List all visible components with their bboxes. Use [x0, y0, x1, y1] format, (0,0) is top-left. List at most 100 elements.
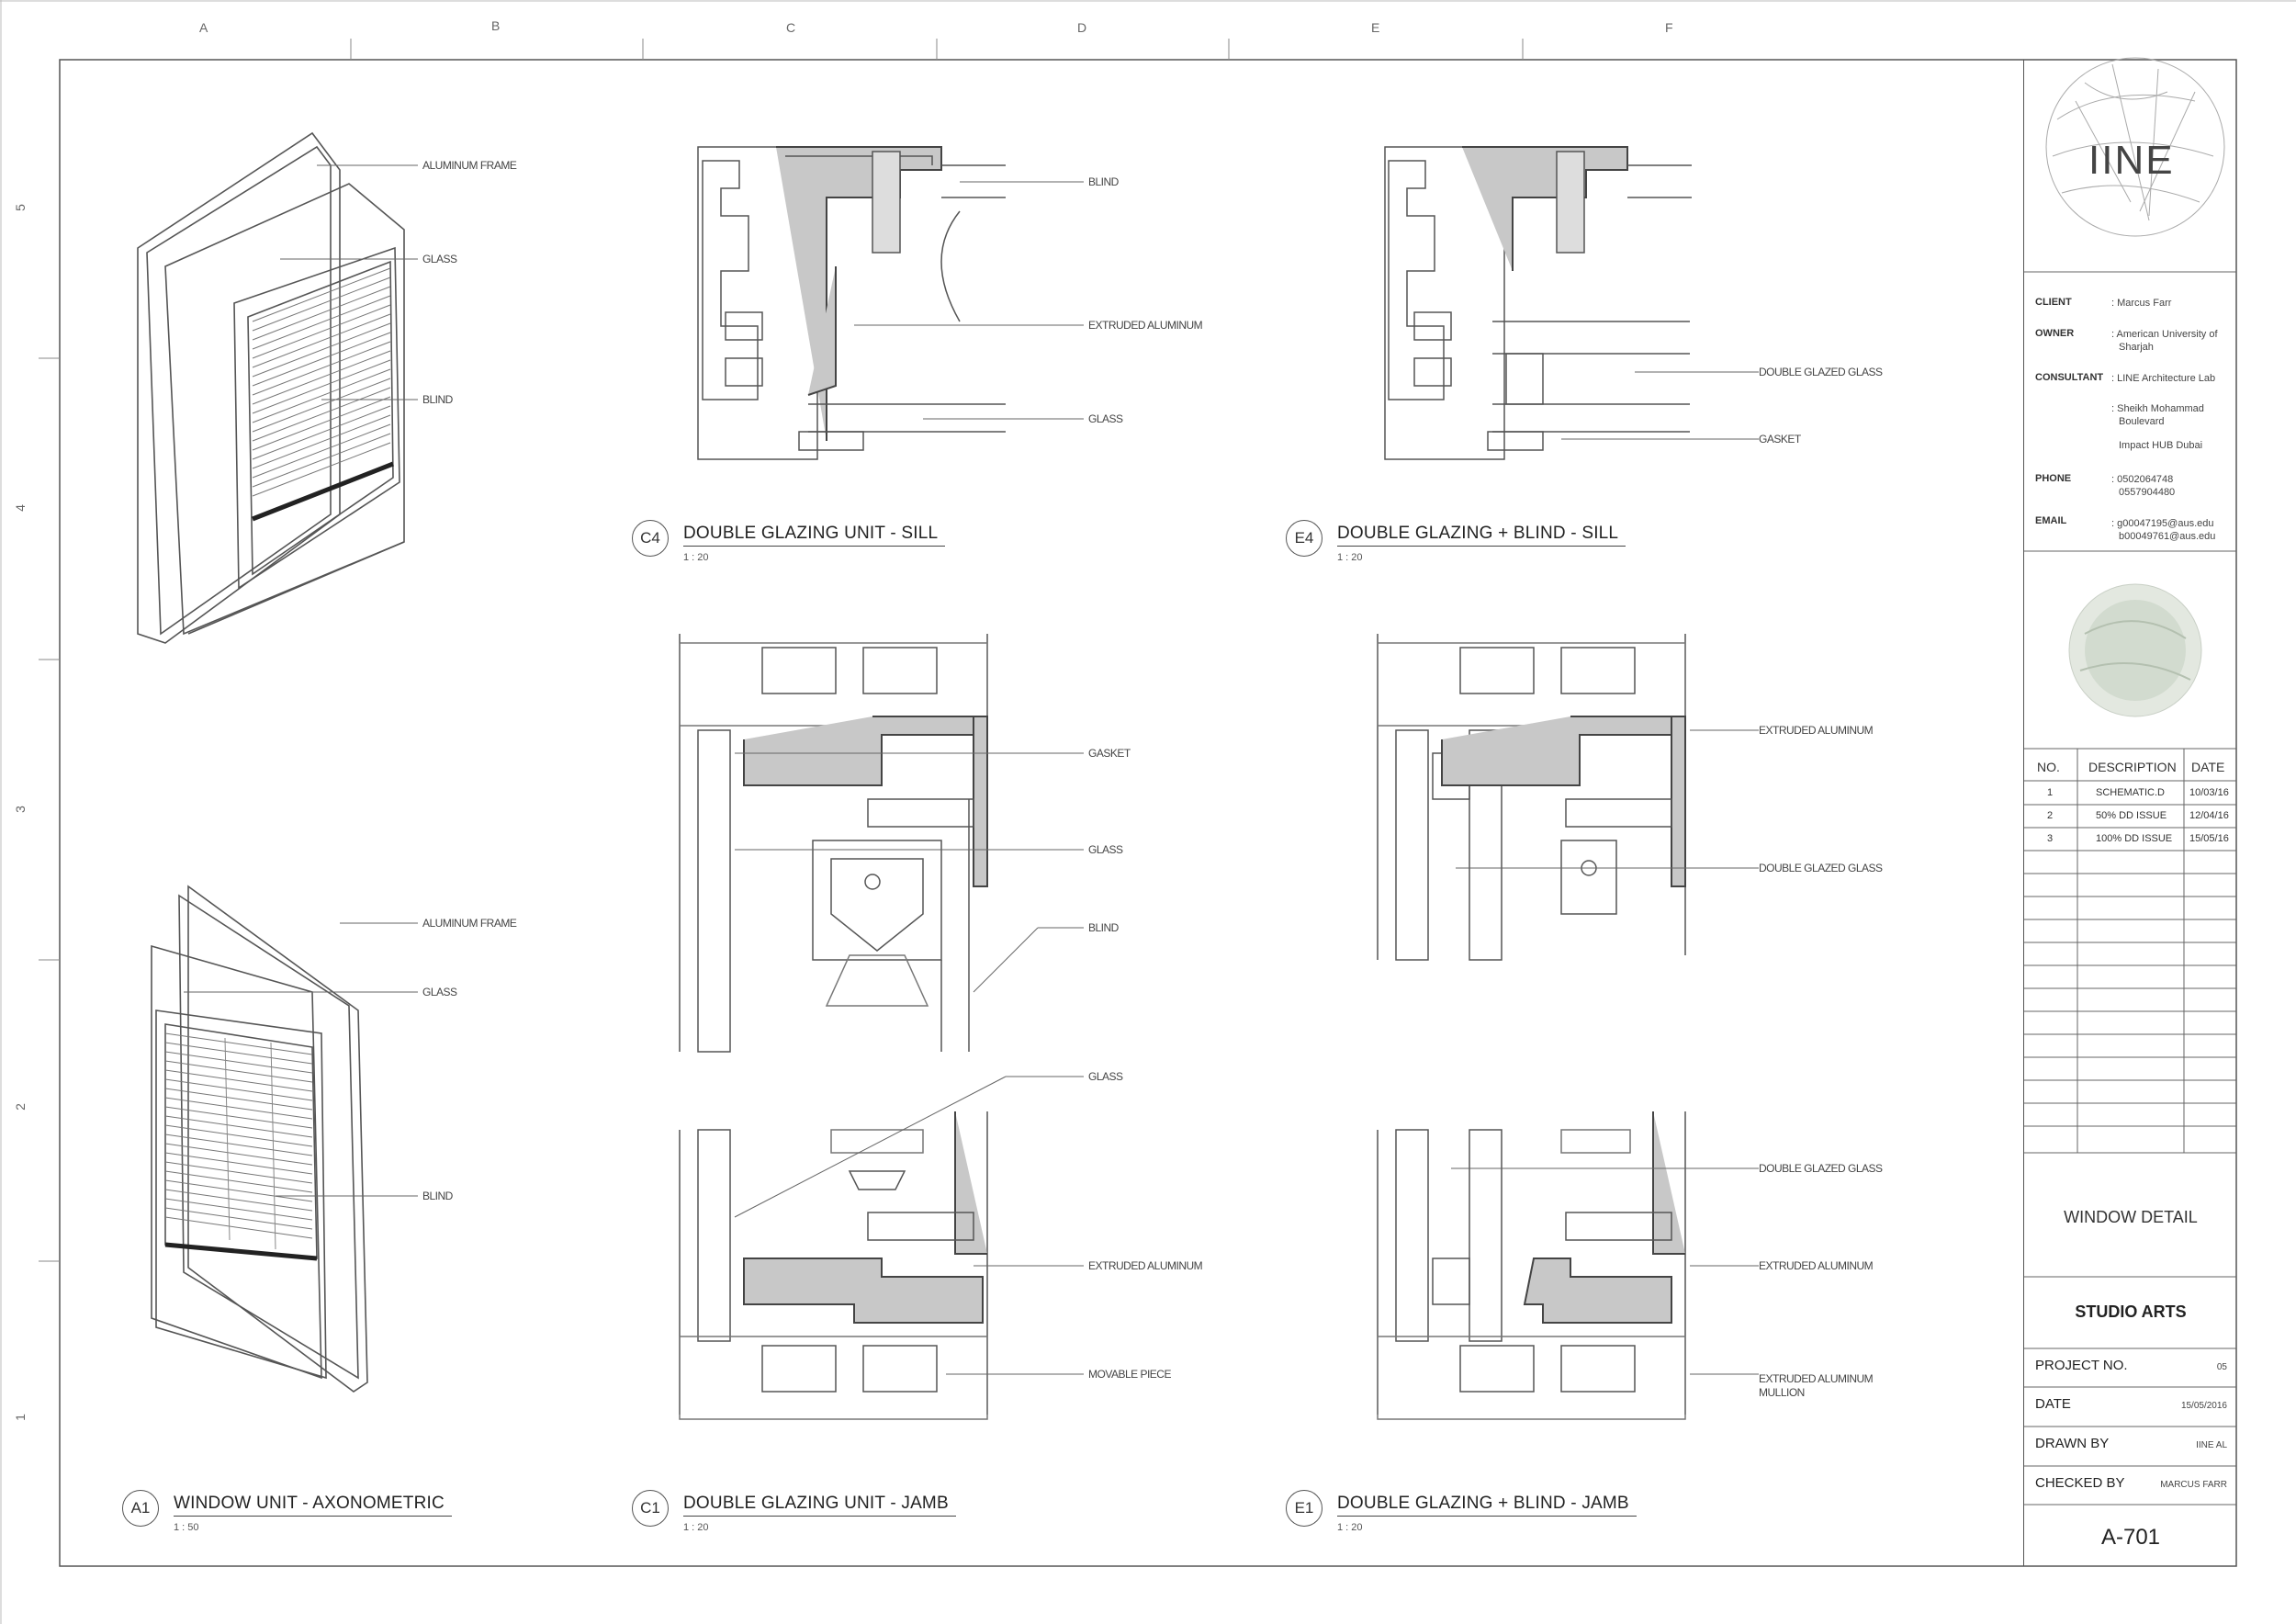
date-value: 15/05/2016 [2180, 1401, 2227, 1411]
grid-col-d: D [1077, 20, 1087, 35]
label-blind-upper: BLIND [422, 393, 453, 406]
label-aluminum-frame-upper: ALUMINUM FRAME [422, 159, 517, 172]
axonometric-window-lower [151, 885, 368, 1393]
detail-scale-e4: 1 : 20 [1337, 552, 1363, 563]
logo-text: IINE [2088, 138, 2175, 183]
rev-row-3-no: 3 [2047, 833, 2054, 844]
label-c4-glass: GLASS [1088, 412, 1123, 425]
drawing-title: WINDOW DETAIL [2064, 1208, 2198, 1226]
project-no-value: 05 [2216, 1362, 2227, 1372]
phone-key: PHONE [2035, 473, 2072, 484]
detail-title-a1: A1 WINDOW UNIT - AXONOMETRIC 1 : 50 [122, 1490, 452, 1533]
detail-name-e1: DOUBLE GLAZING + BLIND - JAMB [1337, 1494, 1637, 1517]
drawn-by-value: IINE AL [2196, 1440, 2227, 1450]
rev-header-date: DATE [2191, 760, 2225, 774]
label-c1-glass: GLASS [1088, 1070, 1123, 1083]
label-c3-glass: GLASS [1088, 843, 1123, 856]
label-e1-extruded-aluminum-mullion: EXTRUDED ALUMINUM [1759, 1372, 1874, 1385]
project-no-key: PROJECT NO. [2035, 1358, 2128, 1373]
label-e1-double-glazed-glass: DOUBLE GLAZED GLASS [1759, 1162, 1883, 1175]
rev-row-3-desc: 100% DD ISSUE [2096, 833, 2173, 844]
client-key: CLIENT [2035, 297, 2072, 308]
rev-row-1-date: 10/03/16 [2189, 787, 2229, 798]
label-e3-double-glazed-glass: DOUBLE GLAZED GLASS [1759, 862, 1883, 874]
label-aluminum-frame-lower: ALUMINUM FRAME [422, 917, 517, 930]
section-c3 [679, 634, 988, 1053]
label-e4-double-glazed-glass: DOUBLE GLAZED GLASS [1759, 366, 1883, 378]
address-line-3: Impact HUB Dubai [2119, 440, 2203, 451]
rev-row-1-desc: SCHEMATIC.D [2096, 787, 2165, 798]
detail-title-c1: C1 DOUBLE GLAZING UNIT - JAMB 1 : 20 [632, 1490, 956, 1533]
detail-title-e4: E4 DOUBLE GLAZING + BLIND - SILL 1 : 20 [1286, 520, 1626, 563]
consultant-value: : LINE Architecture Lab [2111, 373, 2216, 384]
email-value-1: : g00047195@aus.edu [2111, 518, 2214, 529]
grid-col-a: A [199, 20, 208, 35]
client-value: : Marcus Farr [2111, 298, 2172, 309]
label-e3-extruded-aluminum: EXTRUDED ALUMINUM [1759, 724, 1874, 737]
rev-row-2-date: 12/04/16 [2189, 810, 2229, 821]
section-e1 [1377, 1111, 1686, 1420]
rev-row-2-no: 2 [2047, 810, 2054, 821]
detail-scale-c4: 1 : 20 [683, 552, 709, 563]
owner-value-2: Sharjah [2119, 342, 2154, 353]
rev-row-3-date: 15/05/16 [2189, 833, 2229, 844]
label-c1-extruded-aluminum: EXTRUDED ALUMINUM [1088, 1259, 1203, 1272]
logo-circle-upper [2045, 57, 2225, 237]
detail-name-e4: DOUBLE GLAZING + BLIND - SILL [1337, 524, 1626, 547]
detail-tag-e1: E1 [1286, 1490, 1322, 1527]
detail-name-c4: DOUBLE GLAZING UNIT - SILL [683, 524, 946, 547]
phone-value-1: : 0502064748 [2111, 474, 2174, 485]
label-glass-upper: GLASS [422, 253, 457, 265]
rev-header-no: NO. [2037, 760, 2060, 774]
section-e3 [1377, 634, 1686, 961]
owner-value-1: : American University of [2111, 329, 2218, 340]
section-c1 [679, 1111, 988, 1420]
detail-scale-e1: 1 : 20 [1337, 1522, 1363, 1533]
grid-col-b: B [491, 18, 501, 33]
rev-row-1-no: 1 [2047, 787, 2054, 798]
label-e1-mullion: MULLION [1759, 1386, 1805, 1399]
section-e4 [1384, 146, 1692, 460]
label-blind-lower: BLIND [422, 1190, 453, 1202]
label-e1-extruded-aluminum: EXTRUDED ALUMINUM [1759, 1259, 1874, 1272]
consultant-key: CONSULTANT [2035, 372, 2104, 383]
grid-col-c: C [786, 20, 796, 35]
detail-tag-e4: E4 [1286, 520, 1322, 557]
label-c4-extruded-aluminum: EXTRUDED ALUMINUM [1088, 319, 1203, 332]
studio-name: STUDIO ARTS [2075, 1303, 2187, 1321]
drawn-by-key: DRAWN BY [2035, 1436, 2110, 1451]
address-line-2: Boulevard [2119, 416, 2165, 427]
label-glass-lower: GLASS [422, 986, 457, 998]
owner-key: OWNER [2035, 328, 2075, 339]
logo-circle-lower [2068, 583, 2202, 717]
detail-tag-c1: C1 [632, 1490, 669, 1527]
detail-name-a1: WINDOW UNIT - AXONOMETRIC [174, 1494, 452, 1517]
detail-title-e1: E1 DOUBLE GLAZING + BLIND - JAMB 1 : 20 [1286, 1490, 1637, 1533]
detail-tag-c4: C4 [632, 520, 669, 557]
title-block: IINE CLIENT : Marcus Farr OWNER : Americ… [2023, 60, 2236, 1566]
address-line-1: : Sheikh Mohammad [2111, 403, 2204, 414]
detail-title-c4: C4 DOUBLE GLAZING UNIT - SILL 1 : 20 [632, 520, 946, 563]
label-c3-gasket: GASKET [1088, 747, 1131, 760]
section-c4 [697, 146, 1006, 460]
rev-row-2-desc: 50% DD ISSUE [2096, 810, 2167, 821]
checked-by-value: MARCUS FARR [2160, 1480, 2227, 1490]
grid-col-e: E [1371, 20, 1380, 35]
phone-value-2: 0557904480 [2119, 487, 2176, 498]
detail-scale-c1: 1 : 20 [683, 1522, 709, 1533]
rev-header-description: DESCRIPTION [2088, 760, 2177, 774]
detail-name-c1: DOUBLE GLAZING UNIT - JAMB [683, 1494, 956, 1517]
label-c4-blind: BLIND [1088, 175, 1119, 188]
detail-tag-a1: A1 [122, 1490, 159, 1527]
detail-scale-a1: 1 : 50 [174, 1522, 199, 1533]
label-c3-blind: BLIND [1088, 921, 1119, 934]
date-key: DATE [2035, 1396, 2071, 1412]
sheet-number: A-701 [2100, 1525, 2161, 1550]
label-e4-gasket: GASKET [1759, 433, 1801, 445]
email-value-2: b00049761@aus.edu [2119, 531, 2216, 542]
axonometric-window-upper [137, 131, 405, 644]
label-c1-movable-piece: MOVABLE PIECE [1088, 1368, 1171, 1381]
grid-col-f: F [1665, 20, 1673, 35]
